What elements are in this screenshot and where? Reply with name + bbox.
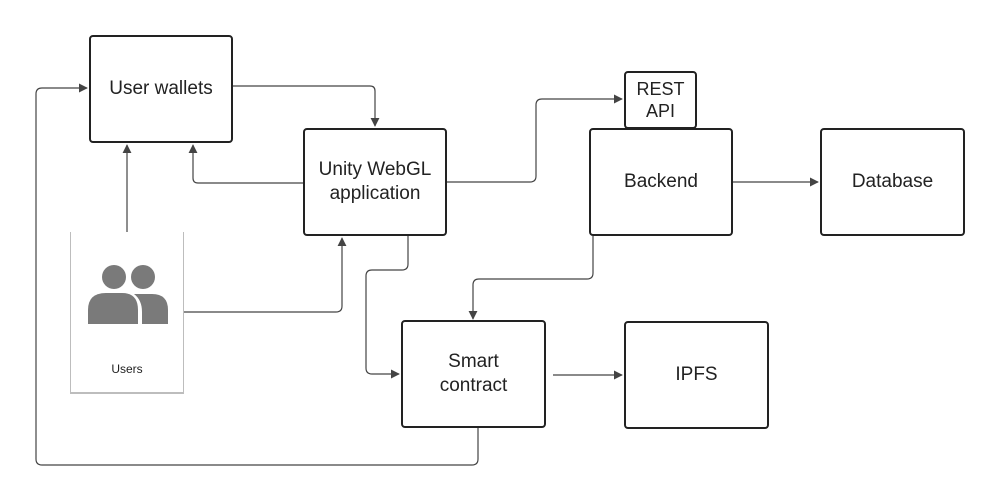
connector-smart-contract-to-wallets (35, 83, 479, 466)
rest-api-node: REST API (624, 71, 697, 129)
database-node: Database (820, 128, 965, 236)
connector-users-to-unity (183, 237, 347, 313)
connector-unity-to-wallets (188, 144, 303, 184)
connector-unity-to-smart-contract (365, 236, 409, 379)
connector-wallets-to-unity (233, 85, 380, 127)
users-icon (88, 265, 168, 324)
users-label: Users (111, 362, 143, 376)
user-wallets-node: User wallets (89, 35, 233, 143)
unity-webgl-app-node: Unity WebGL application (303, 128, 447, 236)
smart-contract-node: Smart contract (401, 320, 546, 428)
users-actor: Users (70, 232, 184, 394)
connector-unity-to-rest-api (447, 94, 623, 183)
backend-node: Backend (589, 128, 733, 236)
connector-backend-to-smart-contract (468, 236, 594, 320)
ipfs-node: IPFS (624, 321, 769, 429)
